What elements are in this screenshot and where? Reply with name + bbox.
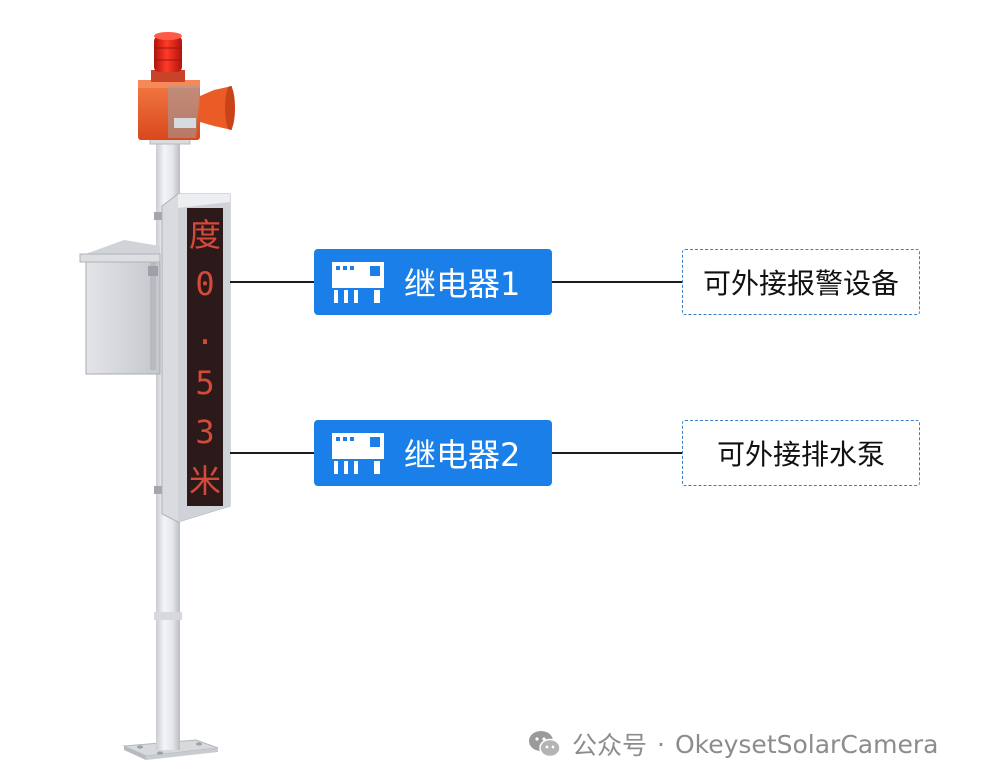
- relay-2-label: 继电器2: [314, 420, 552, 486]
- relay-icon: [332, 433, 384, 474]
- led-char: 3: [195, 412, 215, 451]
- control-cabinet: [79, 240, 161, 375]
- relay-2-text: 继电器2: [404, 436, 521, 474]
- beacon-light: [151, 32, 185, 82]
- led-char: .: [195, 314, 215, 353]
- led-char: 度: [188, 215, 221, 254]
- connector-line-relay1-left: [230, 281, 314, 283]
- led-char: 0: [195, 264, 215, 303]
- alarm-speaker: [138, 80, 235, 140]
- led-char: 米: [188, 462, 221, 501]
- monitoring-pole-illustration: [79, 32, 235, 760]
- wechat-icon: [529, 731, 561, 758]
- relay-2-description: 可外接排水泵: [682, 420, 920, 486]
- relay-1-label: 继电器1: [314, 249, 552, 315]
- watermark: 公众号 · OkeysetSolarCamera: [528, 726, 938, 762]
- watermark-account: OkeysetSolarCamera: [674, 729, 939, 759]
- led-display-text: 度 0 . 5 3 米: [187, 210, 223, 506]
- connector-line-relay2-left: [230, 452, 314, 454]
- relay-1-text: 继电器1: [404, 265, 521, 303]
- connector-line-relay2-right: [552, 452, 682, 454]
- led-display-panel: [161, 193, 231, 523]
- watermark-platform: 公众号: [572, 731, 648, 760]
- relay-1-description: 可外接报警设备: [682, 249, 920, 315]
- led-char: 5: [195, 363, 215, 402]
- relay-icon: [332, 262, 384, 303]
- connector-line-relay1-right: [552, 281, 682, 283]
- watermark-separator: ·: [657, 729, 665, 759]
